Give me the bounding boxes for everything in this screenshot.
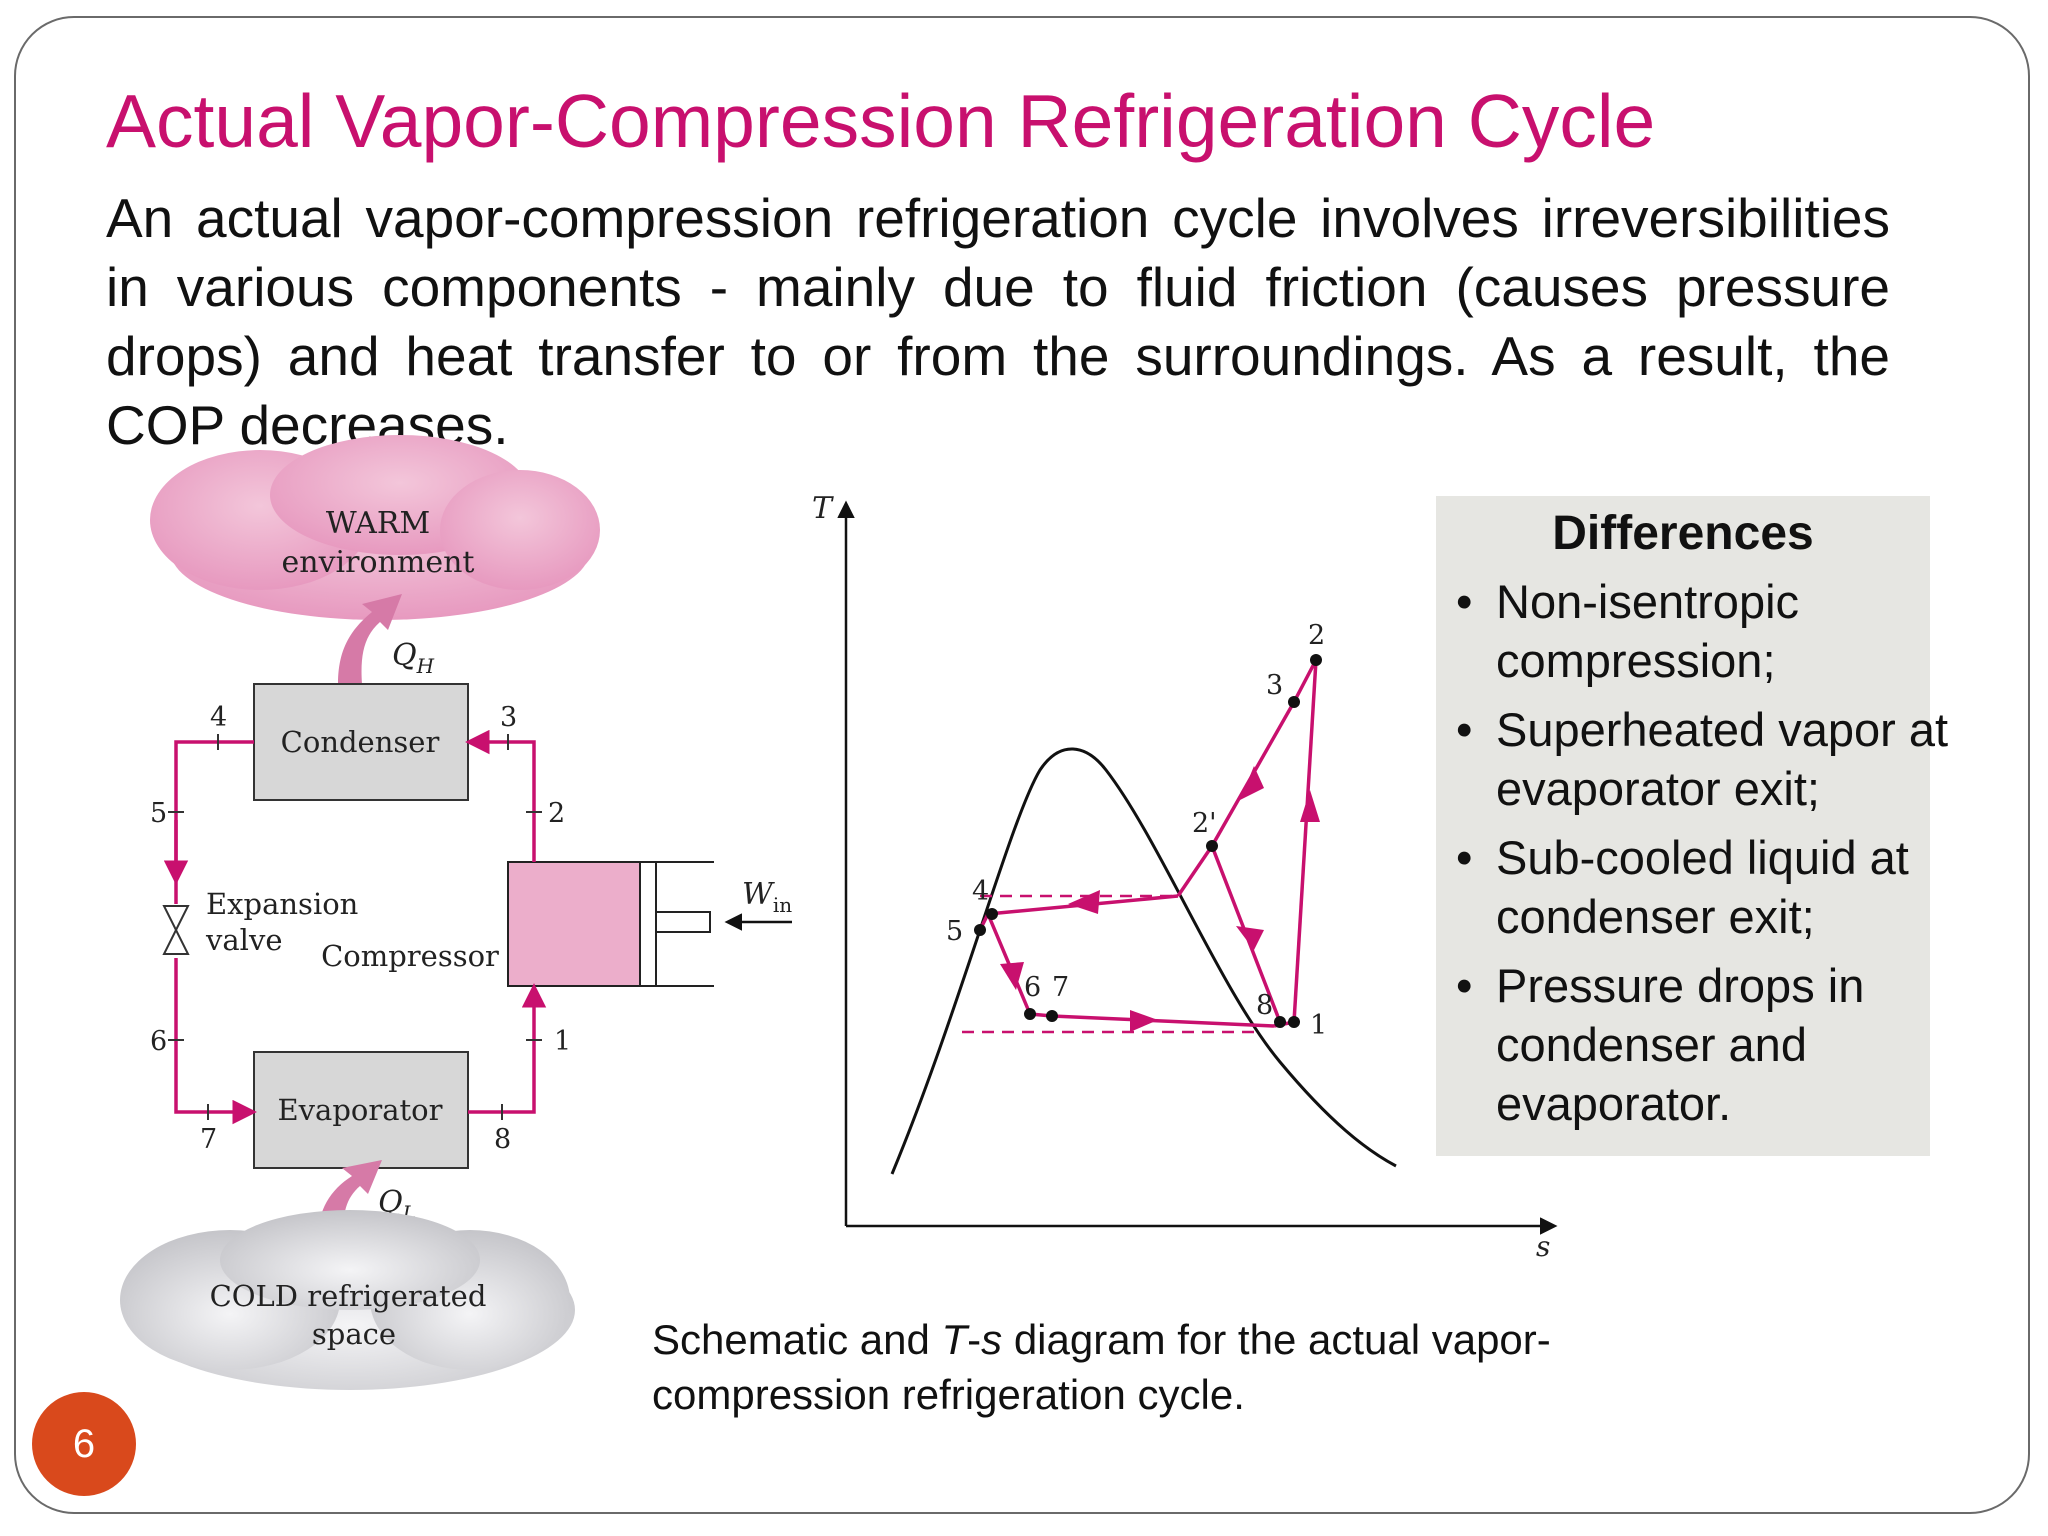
evaporator-label: Evaporator: [278, 1093, 443, 1127]
state-label-8: 8: [494, 1124, 511, 1155]
cold-label-line1: COLD refrigerated: [210, 1279, 487, 1313]
state-ticks: [168, 734, 542, 1120]
ts-label-5: 5: [946, 916, 963, 947]
warm-label-line1: WARM: [326, 506, 430, 541]
cold-label-line2: space: [312, 1317, 396, 1351]
ts-label-7: 7: [1052, 972, 1069, 1003]
page-number-badge: 6: [32, 1392, 136, 1496]
ts-label-8: 8: [1256, 990, 1273, 1021]
qh-heat-arrow: [338, 594, 402, 684]
differences-list: •Non-isentropic compression; •Superheate…: [1448, 572, 2008, 1143]
compressor-label: Compressor: [321, 939, 499, 973]
ts-label-3: 3: [1266, 670, 1283, 701]
t-axis-label: T: [812, 491, 834, 526]
cycle-arrowheads: [1000, 766, 1320, 1032]
difference-text: Superheated vapor at evaporator exit;: [1496, 703, 1949, 815]
warm-environment-cloud: WARM environment: [150, 435, 600, 620]
s-axis-label: s: [1536, 1230, 1550, 1263]
schematic: WARM environment QH Condenser Evaporator…: [120, 435, 792, 1390]
state-points: [974, 654, 1322, 1028]
ts-label-2prime: 2': [1192, 808, 1217, 839]
state-label-1: 1: [554, 1026, 571, 1057]
difference-text: Pressure drops in condenser and evaporat…: [1496, 959, 1865, 1130]
expansion-label-line2: valve: [205, 923, 283, 957]
state-label-7: 7: [200, 1124, 217, 1155]
ts-diagram: T s: [812, 491, 1558, 1263]
warm-label-line2: environment: [282, 545, 475, 580]
list-item: •Non-isentropic compression;: [1456, 575, 1800, 687]
differences-heading: Differences: [1552, 507, 1814, 560]
expansion-label-line1: Expansion: [206, 887, 358, 921]
ts-point-labels: 2 3 2' 4 5 6 7 8 1: [946, 620, 1327, 1041]
state-label-4: 4: [210, 702, 227, 733]
compressor: [507, 861, 714, 987]
slide-body-text: An actual vapor-compression refrigeratio…: [106, 187, 1890, 456]
ts-label-1: 1: [1310, 1010, 1327, 1041]
slide-title: Actual Vapor-Compression Refrigeration C…: [106, 79, 1656, 163]
state-label-2: 2: [548, 798, 565, 829]
list-item: •Superheated vapor at evaporator exit;: [1456, 703, 1949, 815]
saturation-dome: [890, 747, 1397, 1175]
figure-caption: Schematic and T-s diagram for the actual…: [652, 1316, 1551, 1418]
refrigerant-piping: [163, 729, 547, 1125]
differences-box: [1436, 496, 1930, 1156]
list-item: •Pressure drops in condenser and evapora…: [1456, 959, 1865, 1130]
ts-label-2: 2: [1308, 620, 1325, 651]
condenser-label: Condenser: [281, 725, 440, 759]
state-labels: 1 2 3 4 5 6 7 8: [150, 702, 571, 1155]
difference-text: Non-isentropic compression;: [1496, 575, 1800, 687]
expansion-valve-icon: [162, 905, 190, 955]
ts-label-6: 6: [1024, 972, 1041, 1003]
cold-space-cloud: COLD refrigerated space: [120, 1210, 575, 1390]
ts-label-4: 4: [972, 876, 989, 907]
state-label-6: 6: [150, 1026, 167, 1057]
state-label-3: 3: [500, 702, 517, 733]
list-item: •Sub-cooled liquid at condenser exit;: [1456, 831, 1909, 943]
win-label: Win: [742, 877, 792, 917]
difference-text: Sub-cooled liquid at condenser exit;: [1496, 831, 1909, 943]
qh-label: QH: [392, 638, 435, 678]
state-label-5: 5: [150, 798, 167, 829]
evaporator-box: [253, 1051, 469, 1169]
